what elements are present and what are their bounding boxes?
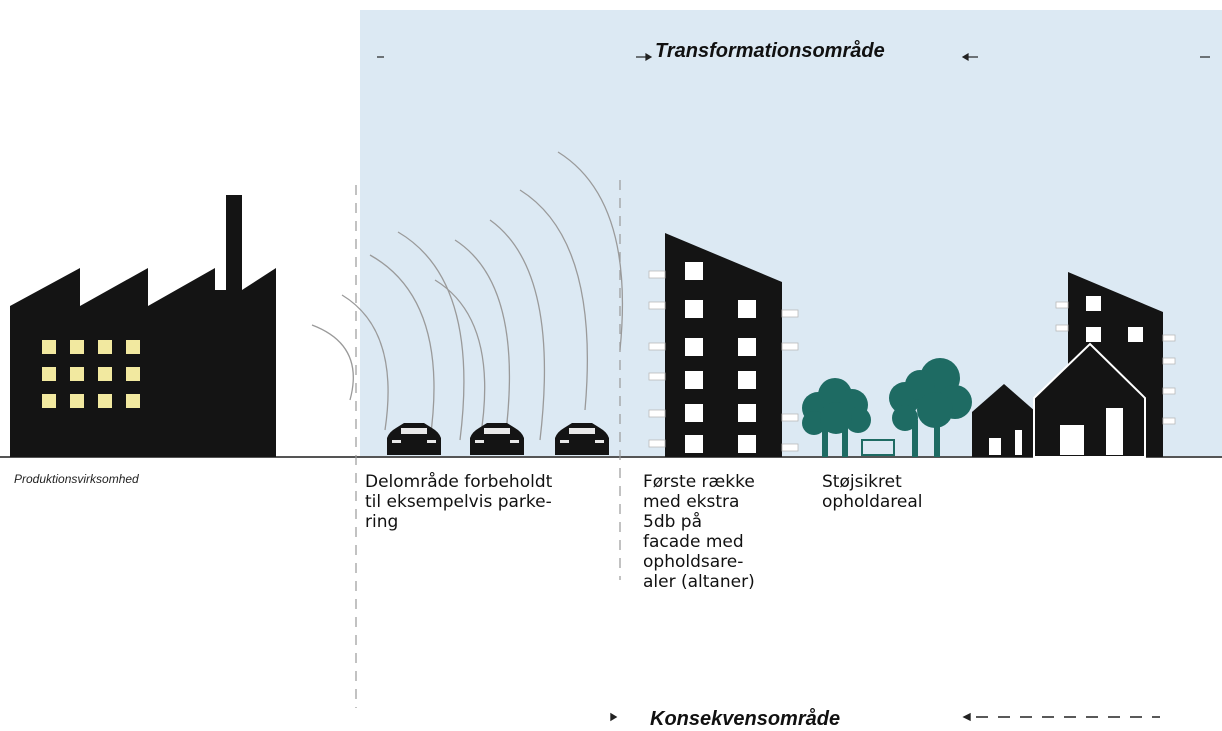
transformation-zone-title: Transformationsområde	[655, 40, 885, 62]
factory-label: Produktionsvirksomhed	[14, 472, 139, 486]
tree-icon	[802, 358, 972, 457]
tree-group-1	[802, 378, 871, 457]
car-1	[387, 423, 441, 455]
car-icon	[387, 423, 609, 455]
car-3	[555, 423, 609, 455]
arrow-icon	[610, 712, 618, 722]
quiet-area-label: Støjsikret opholdareal	[822, 472, 923, 512]
transformation-arrows	[377, 52, 1210, 62]
konsekvens-arrows	[610, 712, 1160, 722]
car-2	[470, 423, 524, 455]
tree-group-2	[889, 358, 972, 457]
konsekvens-zone-title: Konsekvensområde	[650, 708, 841, 730]
tower-building-icon	[648, 233, 799, 457]
parking-zone-label: Delområde forbeholdt til eksempelvis par…	[365, 472, 553, 532]
first-row-label: Første række med ekstra 5db på facade me…	[643, 472, 755, 592]
bench-icon	[861, 439, 895, 456]
arrow-icon	[962, 712, 971, 722]
sound-wave-icon	[311, 151, 624, 441]
house-icon	[972, 384, 1036, 457]
house-icon	[1033, 342, 1146, 458]
factory-icon	[10, 195, 276, 457]
